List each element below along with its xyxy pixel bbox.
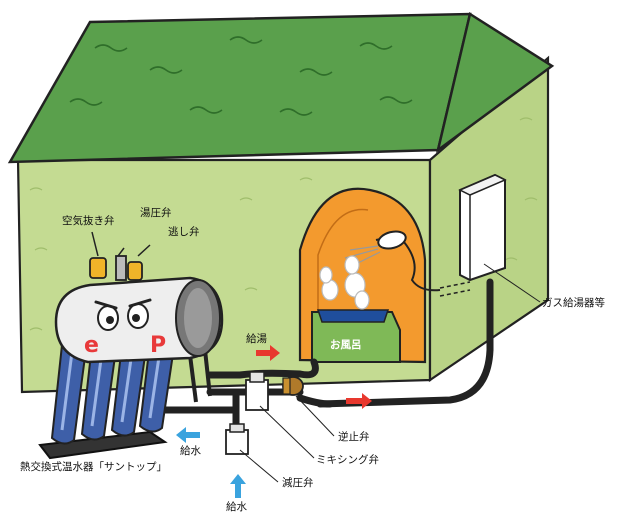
label-water-supply-bottom: 給水 [226, 501, 247, 513]
roof-side [436, 12, 555, 154]
label-air-vent-valve: 空気抜き弁 [62, 215, 115, 227]
steam-icon [319, 255, 370, 310]
label-bath: お風呂 [330, 339, 362, 351]
label-heater-name: 熱交換式温水器「サントップ」 [20, 461, 167, 473]
roof [7, 12, 472, 164]
solar-collector-tubes [38, 338, 212, 460]
label-escape-valve: 逃し弁 [168, 226, 200, 238]
label-water-supply-left: 給水 [180, 445, 201, 457]
label-gas-water-heater: ガス給湯器等 [542, 297, 605, 309]
pressure-reducing-valve [225, 423, 249, 455]
tank-letter-p: P [150, 333, 166, 358]
label-pressure-relief-valve: 湯圧弁 [140, 207, 172, 219]
hot-water-arrow-icon [256, 345, 280, 361]
callout-lines [239, 263, 541, 483]
mixing-valve [245, 371, 269, 411]
tank-fittings [89, 231, 151, 281]
hot-water-arrow-icon [346, 393, 372, 409]
label-hot-water-supply: 給湯 [246, 333, 267, 345]
wall-texture [29, 117, 538, 331]
cold-water-arrow-icon [176, 427, 200, 443]
storage-tank [54, 231, 224, 364]
shower-head-icon [344, 230, 407, 267]
label-check-valve: 逆止弁 [338, 431, 370, 443]
label-pressure-reducing-valve: 減圧弁 [282, 477, 314, 489]
check-valve [282, 376, 304, 396]
tank-letter-e: e [84, 333, 99, 358]
gas-water-heater [316, 173, 507, 408]
roof-tile-marks [69, 36, 413, 116]
cold-water-arrow-icon [230, 474, 246, 498]
label-mixing-valve: ミキシング弁 [316, 454, 379, 466]
tank-face [94, 298, 152, 331]
bath-alcove [298, 187, 441, 364]
